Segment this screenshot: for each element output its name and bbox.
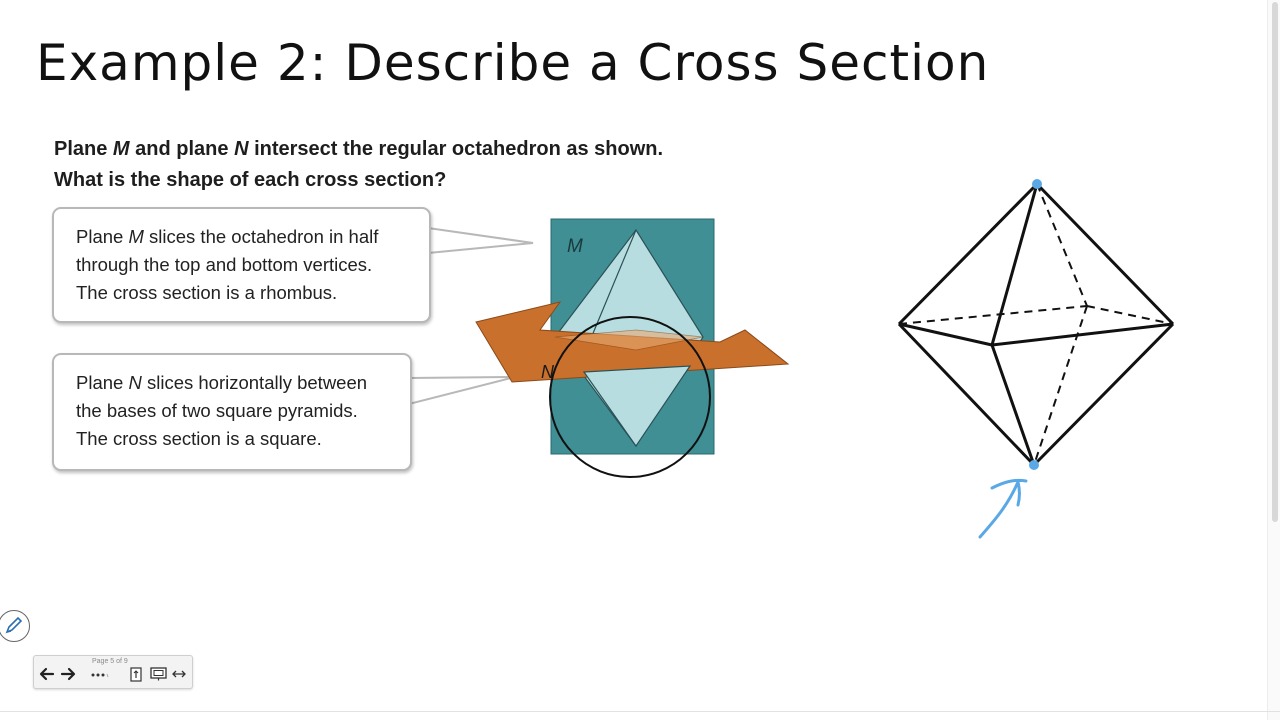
octahedron-hidden-edges	[898, 183, 1174, 466]
bottom-vertex-marker	[1029, 460, 1039, 470]
more-options-button[interactable]	[90, 666, 112, 682]
callout-plane-m: Plane M slices the octahedron in half th…	[52, 207, 431, 323]
callout-plane-n: Plane N slices horizontally between the …	[52, 353, 412, 471]
callout-m-pointer	[427, 226, 534, 255]
problem-line-1: Plane M and plane N intersect the regula…	[54, 138, 664, 160]
octahedron-drawing	[897, 182, 1175, 467]
callout-n-pointer	[408, 376, 516, 406]
problem-text: Plane M and plane N intersect the regula…	[54, 134, 663, 196]
vertical-scrollbar[interactable]	[1267, 0, 1280, 720]
slide-title: Example 2: Describe a Cross Section	[36, 34, 990, 92]
page-view-button[interactable]	[129, 666, 143, 682]
problem-line-2: What is the shape of each cross section?	[54, 169, 447, 191]
annotation-arrow-icon	[978, 478, 1028, 539]
arrow-left-icon	[39, 667, 55, 681]
fit-width-button[interactable]	[171, 666, 187, 682]
previous-page-button[interactable]	[39, 666, 55, 682]
present-button[interactable]	[149, 666, 167, 682]
arrow-right-icon	[60, 667, 76, 681]
top-vertex-marker	[1032, 179, 1042, 189]
square-cross-section	[554, 329, 704, 351]
pen-icon	[5, 616, 23, 634]
page-indicator: Page 5 of 9	[92, 658, 128, 665]
presentation-toolbar: Page 5 of 9	[33, 655, 193, 689]
annotation-circle	[549, 316, 711, 478]
plane-m-label: M	[567, 236, 583, 257]
page-divider	[0, 711, 1280, 712]
page-icon	[130, 666, 142, 682]
pen-tool-button[interactable]	[0, 610, 30, 642]
next-page-button[interactable]	[60, 666, 76, 682]
fit-width-icon	[172, 670, 186, 678]
scrollbar-thumb[interactable]	[1272, 2, 1278, 522]
more-icon	[91, 673, 109, 678]
present-icon	[149, 667, 167, 681]
plane-n-label: N	[541, 362, 555, 382]
octahedron-lower-face	[582, 365, 692, 448]
